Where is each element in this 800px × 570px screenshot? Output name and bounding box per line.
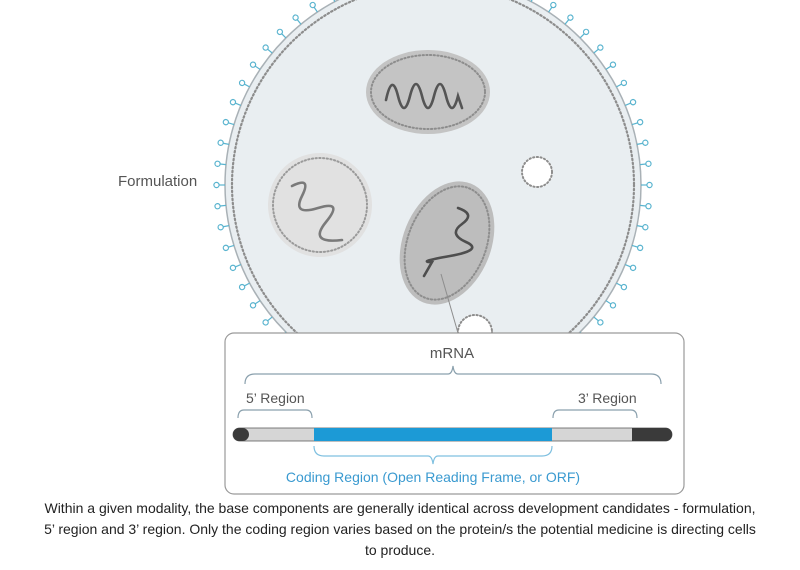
caption-line-3: to produce. (364, 542, 436, 558)
caption-line-1: Within a given modality, the base compon… (44, 500, 756, 516)
five-prime-label: 5’ Region (246, 390, 305, 406)
vesicle-empty-small (521, 156, 553, 188)
caption-line-2: 5’ region and 3’ region. Only the coding… (44, 521, 756, 537)
surface-spike (217, 139, 231, 148)
coding-region-bar (314, 428, 552, 441)
mrna-callout-box (224, 332, 685, 495)
mrna-bar (232, 427, 673, 442)
wavy-strand-icon (384, 82, 464, 110)
surface-spike (213, 181, 226, 189)
mrna-diagram: Formulation mRNA 5’ Region 3’ Region Cod… (118, 0, 685, 495)
mrna-label: mRNA (430, 345, 474, 362)
surface-spike (214, 202, 227, 210)
mrna-pointer-line (440, 273, 459, 334)
surface-spike (639, 160, 652, 168)
formulation-label: Formulation (118, 173, 197, 190)
surface-spike (640, 181, 653, 189)
mrna-bracket (244, 365, 662, 385)
three-prime-bracket (552, 409, 638, 419)
wavy-strand-icon (290, 181, 344, 242)
vesicle-left (268, 153, 372, 257)
vesicle-center (399, 181, 495, 305)
coding-region-label: Coding Region (Open Reading Frame, or OR… (286, 469, 580, 485)
surface-spike (639, 202, 652, 210)
particle-inner-dotted-ring (230, 0, 636, 333)
surface-spike (214, 160, 227, 168)
surface-spike (635, 139, 649, 148)
coding-region-bracket (313, 445, 553, 465)
lipid-nanoparticle (213, 0, 653, 333)
three-prime-label: 3’ Region (578, 390, 637, 406)
figure-caption: Within a given modality, the base compon… (0, 498, 800, 561)
surface-spike (217, 222, 231, 231)
five-prime-bracket (237, 409, 313, 419)
wavy-strand-icon (422, 206, 474, 278)
surface-spike (635, 222, 649, 231)
five-prime-cap (233, 428, 249, 441)
vesicle-top (366, 50, 490, 134)
